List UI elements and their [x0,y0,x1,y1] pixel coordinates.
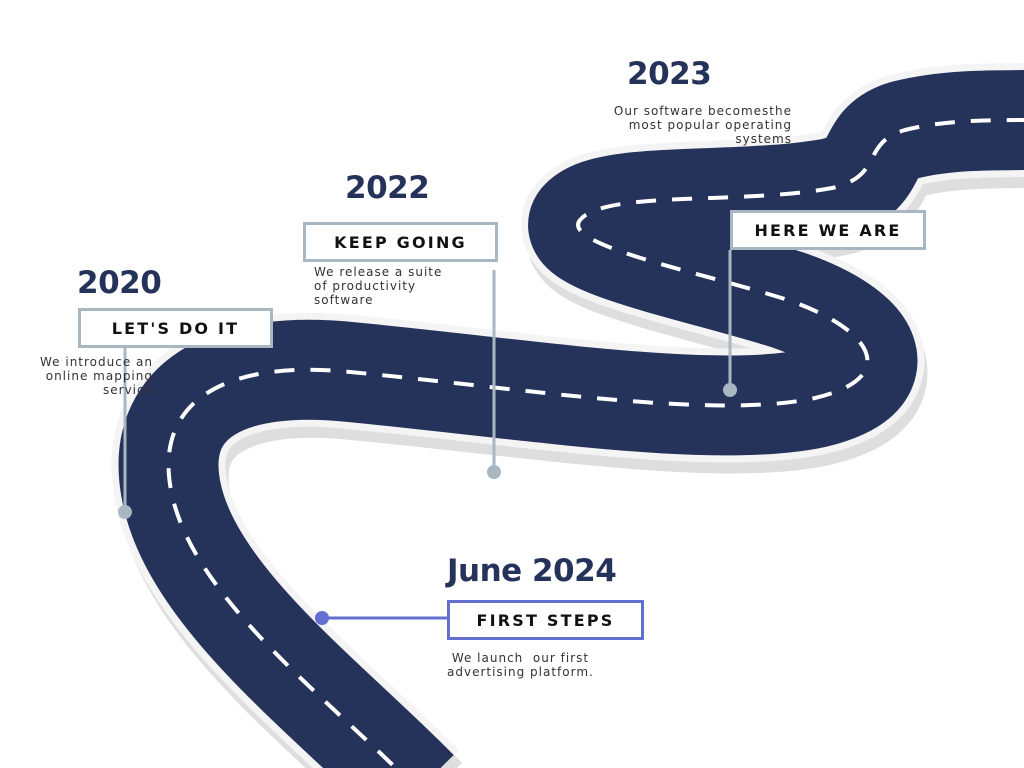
description-line: systems [735,132,792,146]
description-line: online mapping [45,369,153,383]
description-line: of productivity [314,279,417,293]
description-line: software [314,293,374,307]
connector-dot [315,611,329,625]
description-line: Our software becomesthe [613,104,792,118]
connector-dot [723,383,737,397]
description-line: We launch our first [447,651,590,665]
connector-dot [118,505,132,519]
milestone-2020-label-box: LET'S DO IT [78,308,273,348]
milestone-2023-description: Our software becomesthe most popular ope… [592,104,792,146]
milestone-2023-connector [723,250,737,397]
description-line: most popular operating [628,118,792,132]
milestone-2024-description: We launch our first advertising platform… [447,651,594,679]
description-line: advertising platform. [447,665,594,679]
milestone-2022-label-box: KEEP GOING [303,222,498,262]
milestone-2022-connector [487,270,501,479]
milestone-2022-year: 2022 [345,170,430,206]
milestone-2024-year: June 2024 [447,553,617,589]
road [111,63,1024,768]
description-line: We release a suite [314,265,443,279]
description-line: We introduce an [40,355,153,369]
milestone-2024-connector [315,611,449,625]
description-line: service [103,383,153,397]
milestone-2022-description: We release a suite of productivity softw… [314,265,442,307]
milestone-2023-label-box: HERE WE ARE [730,210,926,250]
milestone-2023-year: 2023 [627,56,712,92]
road-center-dashes [166,118,1024,768]
milestone-2024-label-box: FIRST STEPS [447,600,644,640]
connector-dot [487,465,501,479]
milestone-2020-description: We introduce an online mapping service [20,355,153,397]
milestone-2020-connector [118,346,132,519]
milestone-2020-year: 2020 [77,265,162,301]
